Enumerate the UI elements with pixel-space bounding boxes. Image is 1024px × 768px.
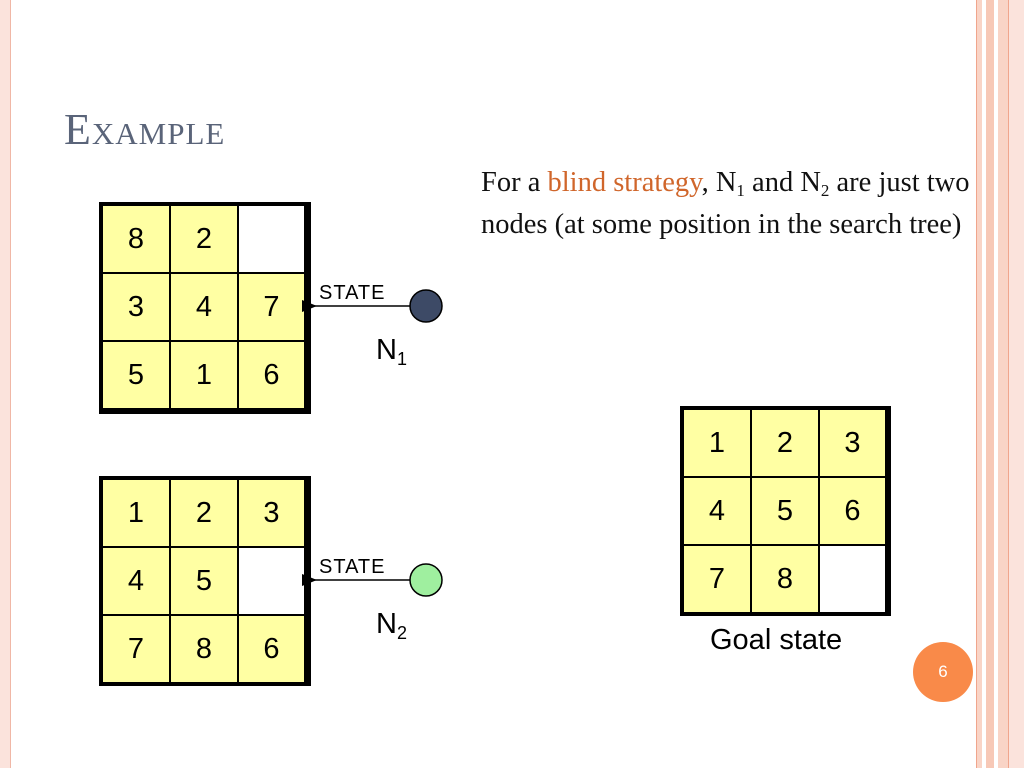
puzzle-cell: 8: [171, 616, 237, 682]
puzzle-cell: 2: [171, 206, 237, 272]
puzzle-cell: 4: [103, 548, 169, 614]
slide-frame-right-band: [998, 0, 1008, 768]
slide-frame-line: [1008, 0, 1009, 768]
goal-state-label: Goal state: [710, 624, 843, 656]
puzzle-cell: [239, 206, 304, 272]
puzzle-cell: 1: [103, 480, 169, 546]
puzzle-cell: 3: [820, 410, 885, 476]
node-letter: N: [376, 608, 397, 640]
body-text-part: are just two nodes (at some position in …: [481, 167, 970, 240]
node-n1-icon: [409, 289, 443, 323]
puzzle-cell: [239, 548, 304, 614]
node-letter: N: [376, 334, 397, 366]
puzzle-cell: 8: [103, 206, 169, 272]
puzzle-cell: 7: [103, 616, 169, 682]
node-subscript: 2: [396, 623, 407, 643]
puzzle-cell: 3: [239, 480, 304, 546]
puzzle-cell: 7: [684, 546, 750, 612]
puzzle-cell: 5: [752, 478, 818, 544]
puzzle-cell: 8: [752, 546, 818, 612]
body-text-part: and N: [744, 167, 821, 198]
slide-frame-line: [976, 0, 977, 768]
node-label-n2: N2: [376, 608, 407, 643]
body-text-subscript: 1: [736, 181, 745, 200]
puzzle-cell: 6: [820, 478, 885, 544]
body-text-part: , N: [701, 167, 737, 198]
puzzle-grid-goal: 1 2 3 4 5 6 7 8: [680, 406, 891, 616]
puzzle-cell: 4: [684, 478, 750, 544]
puzzle-cell: 2: [171, 480, 237, 546]
node-n2-icon: [409, 563, 443, 597]
node-subscript: 1: [396, 349, 407, 369]
puzzle-cell: 6: [239, 616, 304, 682]
slide-frame-right-band: [994, 0, 998, 768]
state-label-n1: STATE: [319, 282, 386, 304]
puzzle-cell: 7: [239, 274, 304, 340]
slide-frame-left: [0, 0, 11, 768]
slide-frame-right-band: [976, 0, 982, 768]
puzzle-cell: 3: [103, 274, 169, 340]
slide-frame-right-band: [982, 0, 986, 768]
puzzle-cell: 1: [171, 342, 237, 408]
body-text-part: For a: [481, 167, 548, 198]
puzzle-cell: 6: [239, 342, 304, 408]
puzzle-cell: 1: [684, 410, 750, 476]
puzzle-cell: 4: [171, 274, 237, 340]
state-label-n2: STATE: [319, 556, 386, 578]
puzzle-cell: 5: [103, 342, 169, 408]
body-text: For a blind strategy, N1 and N2 are just…: [481, 162, 981, 246]
puzzle-grid-n1: 8 2 3 4 7 5 1 6: [99, 202, 311, 414]
puzzle-cell: [820, 546, 885, 612]
page-number-badge: 6: [913, 642, 973, 702]
slide-frame-right-band: [986, 0, 994, 768]
node-label-n1: N1: [376, 334, 407, 369]
puzzle-cell: 5: [171, 548, 237, 614]
slide-frame-right-band: [1008, 0, 1024, 768]
body-text-subscript: 2: [820, 181, 830, 200]
body-text-highlight: blind strategy: [547, 167, 702, 198]
puzzle-cell: 2: [752, 410, 818, 476]
slide-title: Example: [64, 105, 226, 154]
